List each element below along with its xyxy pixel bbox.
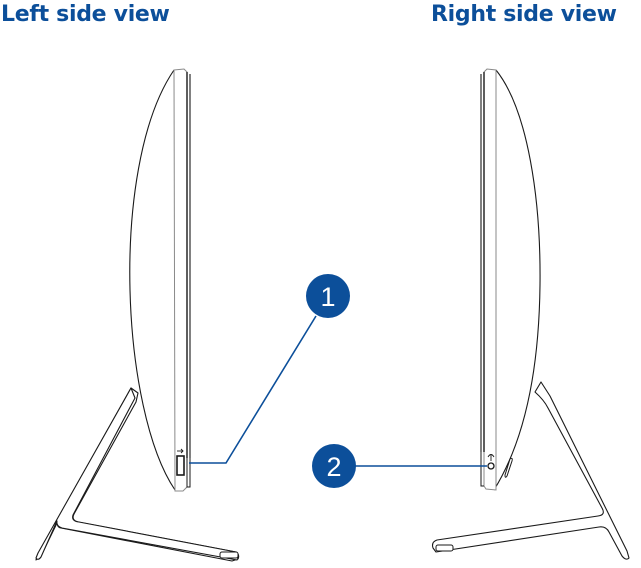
callout-2-number: 2 bbox=[326, 452, 341, 482]
headphone-icon bbox=[487, 454, 495, 461]
usb-port bbox=[176, 455, 185, 476]
callout-1-badge: 1 bbox=[306, 274, 350, 318]
left-side-edge bbox=[173, 68, 188, 492]
right-stand-foot bbox=[435, 544, 454, 552]
audio-jack bbox=[487, 462, 495, 470]
usb-icon bbox=[177, 448, 184, 454]
side-vent bbox=[504, 457, 513, 478]
callout-1-leader bbox=[189, 315, 317, 464]
right-side-edge bbox=[483, 68, 497, 491]
right-stand-body bbox=[431, 381, 630, 560]
callout-1-number: 1 bbox=[320, 282, 335, 312]
right-monitor bbox=[431, 68, 630, 560]
right-side-view-title: Right side view bbox=[431, 2, 617, 27]
left-stand-body bbox=[35, 387, 239, 561]
callout-2-badge: 2 bbox=[312, 444, 356, 488]
left-side-view-title: Left side view bbox=[1, 2, 170, 27]
left-monitor bbox=[35, 68, 240, 562]
right-back-cover bbox=[493, 69, 541, 491]
left-back-cover bbox=[129, 69, 176, 491]
left-stand-foot bbox=[219, 551, 239, 559]
